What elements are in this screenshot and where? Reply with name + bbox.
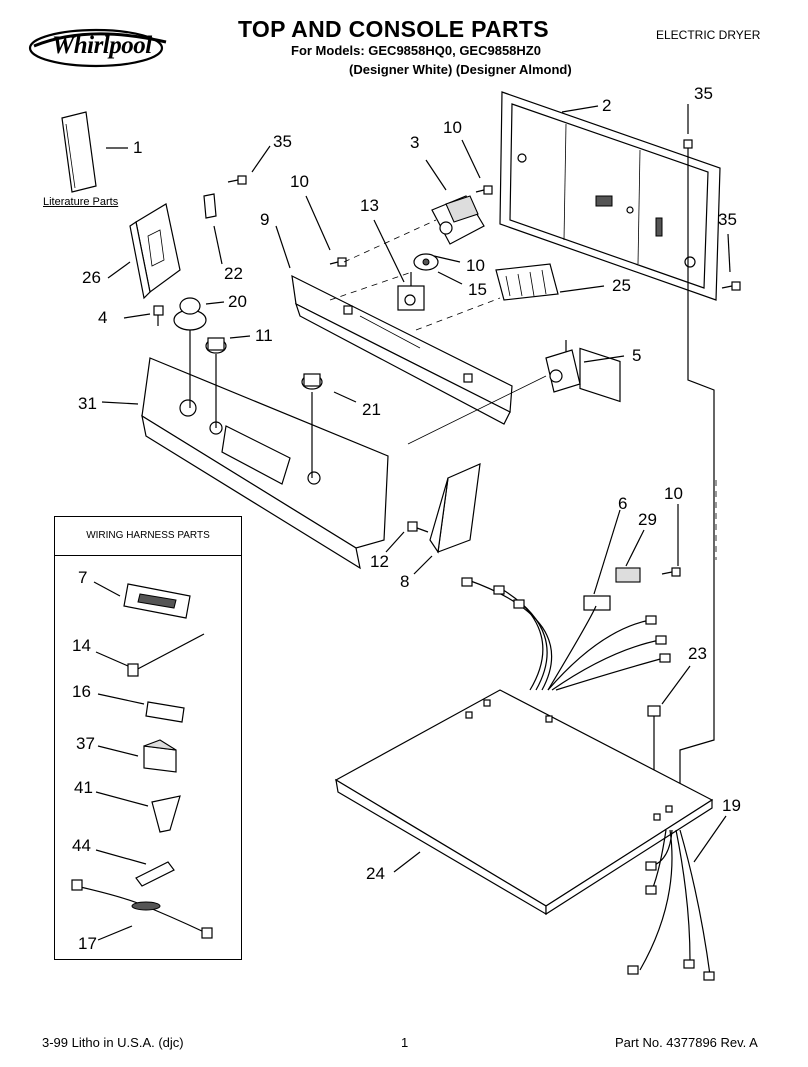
timer-switch [431,195,485,245]
callout-2: 2 [602,96,612,115]
connector-block [583,595,611,611]
selector-switch [397,272,425,311]
knob-large [173,297,207,408]
rotary-switch [545,340,581,393]
console-front-panel [141,357,389,570]
harness-part-17 [71,879,213,939]
leader-lines [93,104,731,941]
harness-part-41 [151,795,181,833]
rear-panel [499,91,721,403]
callout-35-b: 35 [694,84,713,103]
alignment-lines [329,219,717,560]
callout-1: 1 [133,138,143,157]
screw-10-c [661,567,681,577]
wiring-harness-title: WIRING HARNESS PARTS [54,516,242,556]
harness-part-37 [143,739,177,773]
callout-41: 41 [74,778,93,797]
callout-14: 14 [72,636,91,655]
callout-29: 29 [638,510,657,529]
callout-24: 24 [366,864,385,883]
callout-10-d: 10 [664,484,683,503]
end-cap-left [129,203,181,300]
screw-10-b [329,257,347,267]
small-switch [413,253,439,271]
harness-part-16 [145,701,185,723]
callout-31: 31 [78,394,97,413]
part-number: Part No. 4377896 Rev. A [615,1035,758,1050]
callout-6: 6 [618,494,628,513]
callout-44: 44 [72,836,91,855]
callout-20: 20 [228,292,247,311]
callout-21: 21 [362,400,381,419]
screw-35-side [721,281,741,291]
console-frame [291,274,513,425]
callout-15: 15 [468,280,487,299]
callout-35-c: 35 [718,210,737,229]
callout-10-a: 10 [443,118,462,137]
callout-17: 17 [78,934,97,953]
callout-25: 25 [612,276,631,295]
page-number: 1 [401,1035,409,1050]
end-cap-right [429,463,481,554]
lower-wire-harness [627,829,715,981]
screw-10-a [475,185,493,195]
knob-small [301,373,323,478]
screw-4 [153,305,164,326]
brand-logo [28,22,178,72]
product-type: ELECTRIC DRYER [656,28,761,42]
clip-bracket [203,193,217,219]
push-button-bar [495,263,559,301]
harness-part-44 [135,861,175,887]
callout-23: 23 [688,644,707,663]
harness-part-7 [123,583,191,619]
screw-12 [407,521,429,533]
callout-3: 3 [410,133,420,152]
callout-8: 8 [400,572,410,591]
knob-medium [205,337,227,428]
brand-wordmark: Whirlpool [52,32,152,59]
callout-12: 12 [370,552,389,571]
callout-35-a: 35 [273,132,292,151]
literature-book [61,111,97,193]
logo-swoosh [28,28,167,68]
harness-part-14-tie [127,633,205,677]
model-colors: (Designer White) (Designer Almond) [349,62,572,77]
callout-7: 7 [78,568,88,587]
page-title: TOP AND CONSOLE PARTS [238,16,549,42]
callout-16: 16 [72,682,91,701]
callout-5: 5 [632,346,642,365]
terminal-plate [615,567,641,583]
callout-37: 37 [76,734,95,753]
callout-19: 19 [722,796,741,815]
callout-11: 11 [255,326,273,345]
literature-parts-label: Literature Parts [43,196,119,208]
callout-10-c: 10 [466,256,485,275]
callout-9: 9 [260,210,270,229]
footer-print-info: 3-99 Litho in U.S.A. (djc) [42,1035,184,1050]
callout-4: 4 [98,308,108,327]
model-numbers: For Models: GEC9858HQ0, GEC9858HZ0 [291,43,541,58]
callout-10-b: 10 [290,172,309,191]
screw-35-top [683,139,693,160]
callout-13: 13 [360,196,379,215]
callout-26: 26 [82,268,101,287]
screw-35-left [227,175,247,185]
wire-harness [461,577,671,691]
wiring-harness-box [54,516,242,960]
callout-22: 22 [224,264,243,283]
dryer-top-panel [334,689,714,916]
